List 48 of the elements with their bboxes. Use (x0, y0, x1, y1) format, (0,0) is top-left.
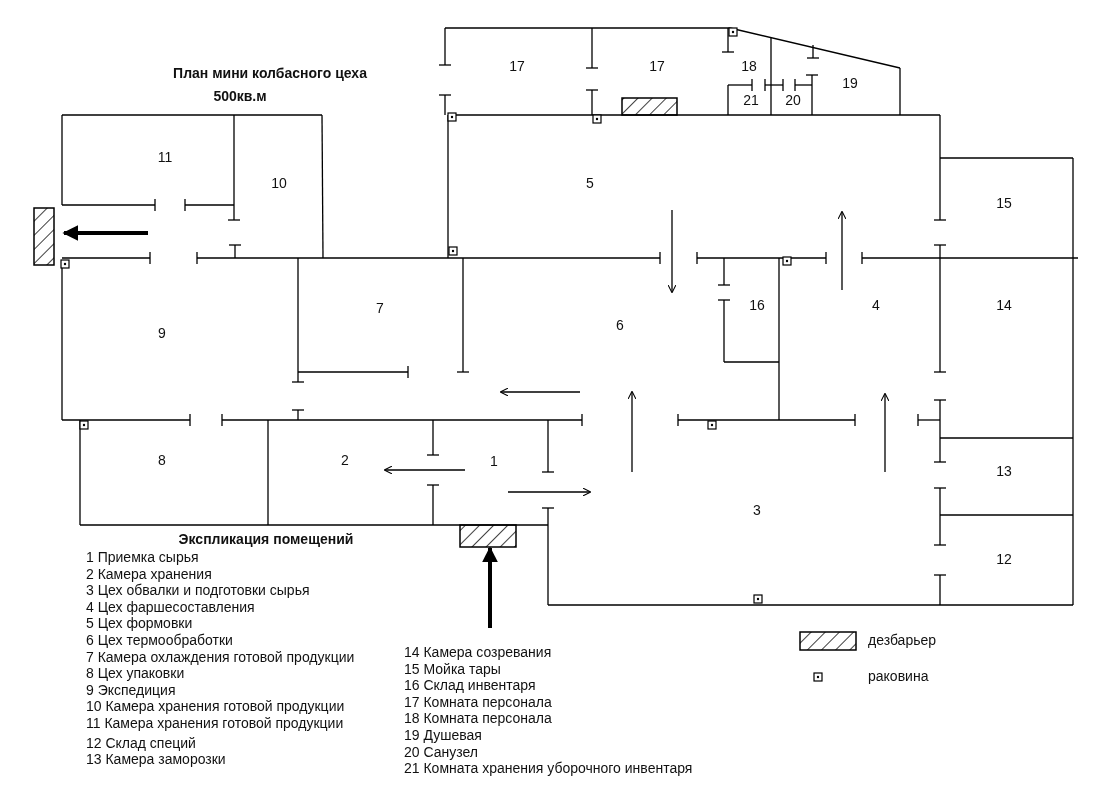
explication-item: 16 Склад инвентаря (404, 678, 536, 694)
room-number: 10 (271, 176, 287, 192)
explication-item: 12 Склад специй (86, 735, 196, 751)
room-number: 18 (741, 59, 757, 75)
explication-item: 8 Цех упаковки (86, 666, 185, 682)
explication-item: 18 Комната персонала (404, 711, 552, 727)
room-number: 5 (586, 176, 594, 192)
explication-item: 13 Камера заморозки (86, 752, 226, 768)
room-number: 14 (996, 298, 1012, 314)
explication-item: 7 Камера охлаждения готовой продукции (86, 649, 355, 665)
room-number: 7 (376, 301, 384, 317)
room-number: 11 (157, 150, 173, 166)
explication-item: 21 Комната хранения уборочного инвентаря (404, 761, 693, 777)
explication-item: 9 Экспедиция (86, 682, 176, 699)
room-number: 17 (509, 59, 525, 75)
explication-item: 4 Цех фаршесоставления (86, 599, 255, 616)
explication-item: 6 Цех термообработки (86, 633, 233, 649)
legend-label: дезбарьер (868, 633, 937, 649)
explication-item: 2 Камера хранения (86, 566, 212, 582)
room-number: 15 (996, 196, 1012, 212)
room-number: 17 (649, 59, 665, 75)
explication-item: 20 Санузел (404, 744, 478, 760)
room-number: 1 (490, 454, 498, 470)
explication-item: 10 Камера хранения готовой продукции (86, 699, 345, 715)
room-number: 2 (341, 453, 349, 469)
explication-item: 17 Комната персонала (404, 694, 552, 711)
room-number: 3 (753, 503, 761, 519)
explication-item: 11 Камера хранения готовой продукции (86, 716, 344, 732)
room-number: 16 (749, 298, 765, 314)
room-number: 13 (996, 464, 1012, 480)
plan-title: План мини колбасного цеха (173, 66, 367, 82)
explication-item: 15 Мойка тары (404, 661, 501, 677)
legend-label: раковина (868, 669, 929, 685)
room-number: 12 (996, 552, 1012, 568)
room-number: 6 (616, 318, 624, 334)
room-number: 19 (842, 76, 858, 92)
room-number: 4 (872, 298, 880, 314)
explication-item: 1 Приемка сырья (86, 550, 199, 566)
explication-item: 14 Камера созревания (404, 645, 552, 661)
explication-item: 5 Цех формовки (86, 616, 193, 632)
room-number: 21 (743, 93, 759, 109)
room-number: 8 (158, 453, 166, 469)
explication-item: 3 Цех обвалки и подготовки сырья (86, 583, 310, 599)
explication-item: 19 Душевая (404, 728, 482, 744)
room-number: 9 (158, 326, 166, 342)
area-label: 500кв.м (213, 89, 267, 105)
room-number: 20 (785, 93, 801, 109)
explication-heading: Экспликация помещений (178, 532, 354, 548)
